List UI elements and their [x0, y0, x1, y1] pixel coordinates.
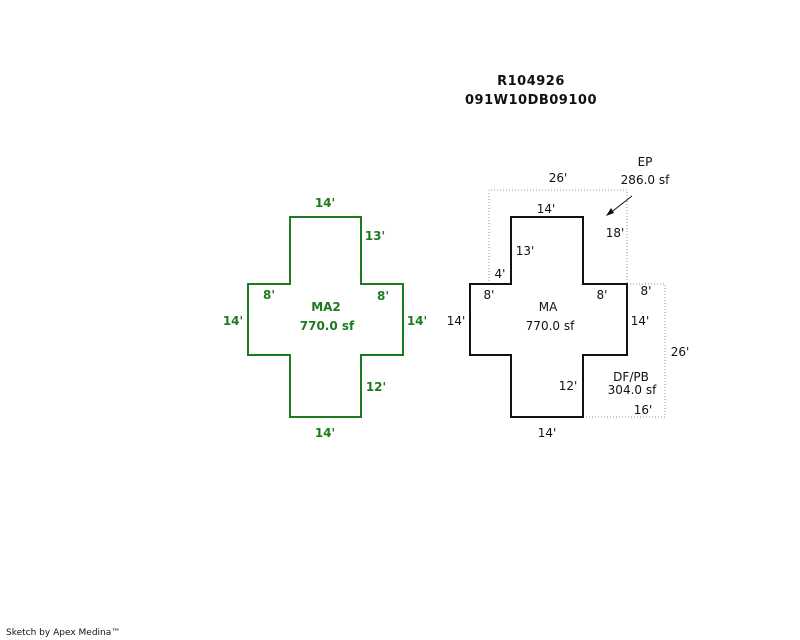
ma-dim-offset: 4': [495, 267, 506, 281]
ma-dim-right-side: 14': [631, 314, 650, 328]
ma2-outline: [247, 216, 404, 418]
ma2-section: 14' 13' 8' 8' 14' 14' 12' 14' MA2 770.0 …: [223, 196, 427, 440]
ma2-dim-left-arm: 8': [263, 288, 275, 302]
dfpb-outline: [583, 283, 666, 418]
ma-dim-left-arm: 8': [484, 288, 495, 302]
sketch-credit: Sketch by Apex Medina™: [6, 628, 121, 638]
dfpb-dim-top: 8': [641, 284, 652, 298]
ma2-area: 770.0 sf: [300, 319, 355, 333]
map-tax-lot: 091W10DB09100: [465, 93, 597, 108]
ma2-dim-bottom: 14': [315, 426, 335, 440]
ma2-dim-top: 14': [315, 196, 335, 210]
ma-dim-upper-left: 13': [516, 244, 535, 258]
ma-dim-bottom: 14': [538, 426, 557, 440]
ma-label: MA: [539, 300, 558, 314]
ep-label: EP: [638, 155, 653, 169]
ep-area: 286.0 sf: [621, 173, 670, 187]
parcel-id: R104926: [497, 74, 565, 89]
ma-area: 770.0 sf: [526, 319, 575, 333]
ma-dim-left-side: 14': [447, 314, 466, 328]
ma2-label: MA2: [311, 300, 341, 314]
ma2-dim-left-side: 14': [223, 314, 243, 328]
ma-dim-right-arm: 8': [597, 288, 608, 302]
dfpb-dim-right: 26': [671, 345, 690, 359]
ep-dim-right: 18': [606, 226, 625, 240]
dfpb-section: 8' 26' 16' DF/PB 304.0 sf: [583, 283, 690, 418]
ep-section: 26' 18' EP 286.0 sf: [488, 155, 670, 284]
ep-outline: [488, 189, 628, 284]
ma-dim-top: 14': [537, 202, 556, 216]
ma2-dim-upper-right: 13': [365, 229, 385, 243]
dfpb-label: DF/PB: [613, 370, 649, 384]
arrow-icon: [606, 195, 633, 216]
ma2-dim-lower-right: 12': [366, 380, 386, 394]
ma-outline: [469, 216, 628, 418]
ma2-dim-right-arm: 8': [377, 289, 389, 303]
ep-dim-top: 26': [549, 171, 568, 185]
dfpb-area: 304.0 sf: [608, 383, 657, 397]
ma2-dim-right-side: 14': [407, 314, 427, 328]
ma-section: 14' 13' 4' 8' 8' 14' 14' 12' 14' MA 770.…: [447, 202, 650, 440]
dfpb-dim-bottom: 16': [634, 403, 653, 417]
ma-dim-lower-right: 12': [559, 379, 578, 393]
